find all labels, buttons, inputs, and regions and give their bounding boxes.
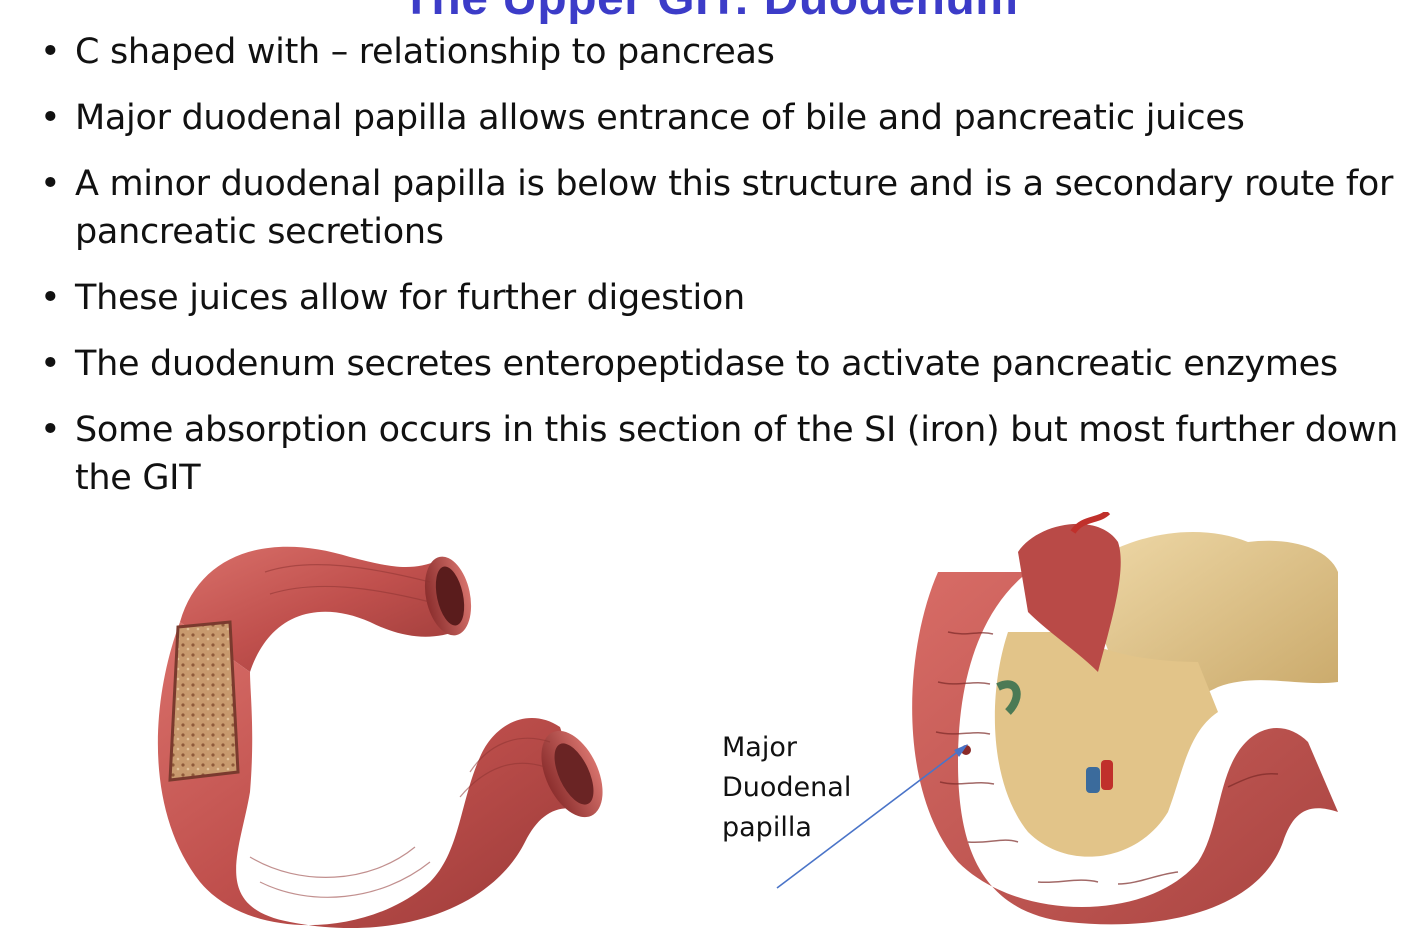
bullet-item: Some absorption occurs in this section o… [38, 406, 1398, 502]
bullet-item: C shaped with – relationship to pancreas [38, 28, 1398, 76]
figure-label-line: papilla [722, 812, 812, 843]
bullet-list: C shaped with – relationship to pancreas… [38, 28, 1398, 520]
figure-label: Major Duodenal papilla [722, 728, 851, 848]
pointer-arrow [776, 744, 968, 889]
duodenum-interior-pancreas-illustration [912, 512, 1338, 925]
figure-label-line: Duodenal [722, 772, 852, 803]
bullet-item: The duodenum secretes enteropeptidase to… [38, 340, 1398, 388]
bullet-item: Major duodenal papilla allows entrance o… [38, 94, 1398, 142]
duodenum-exterior-illustration [157, 546, 603, 928]
figure-label-line: Major [722, 732, 797, 763]
slide-title: The Upper GIT: Duodenum [0, 0, 1420, 28]
bullet-item: These juices allow for further digestion [38, 274, 1398, 322]
bullet-item: A minor duodenal papilla is below this s… [38, 160, 1398, 256]
